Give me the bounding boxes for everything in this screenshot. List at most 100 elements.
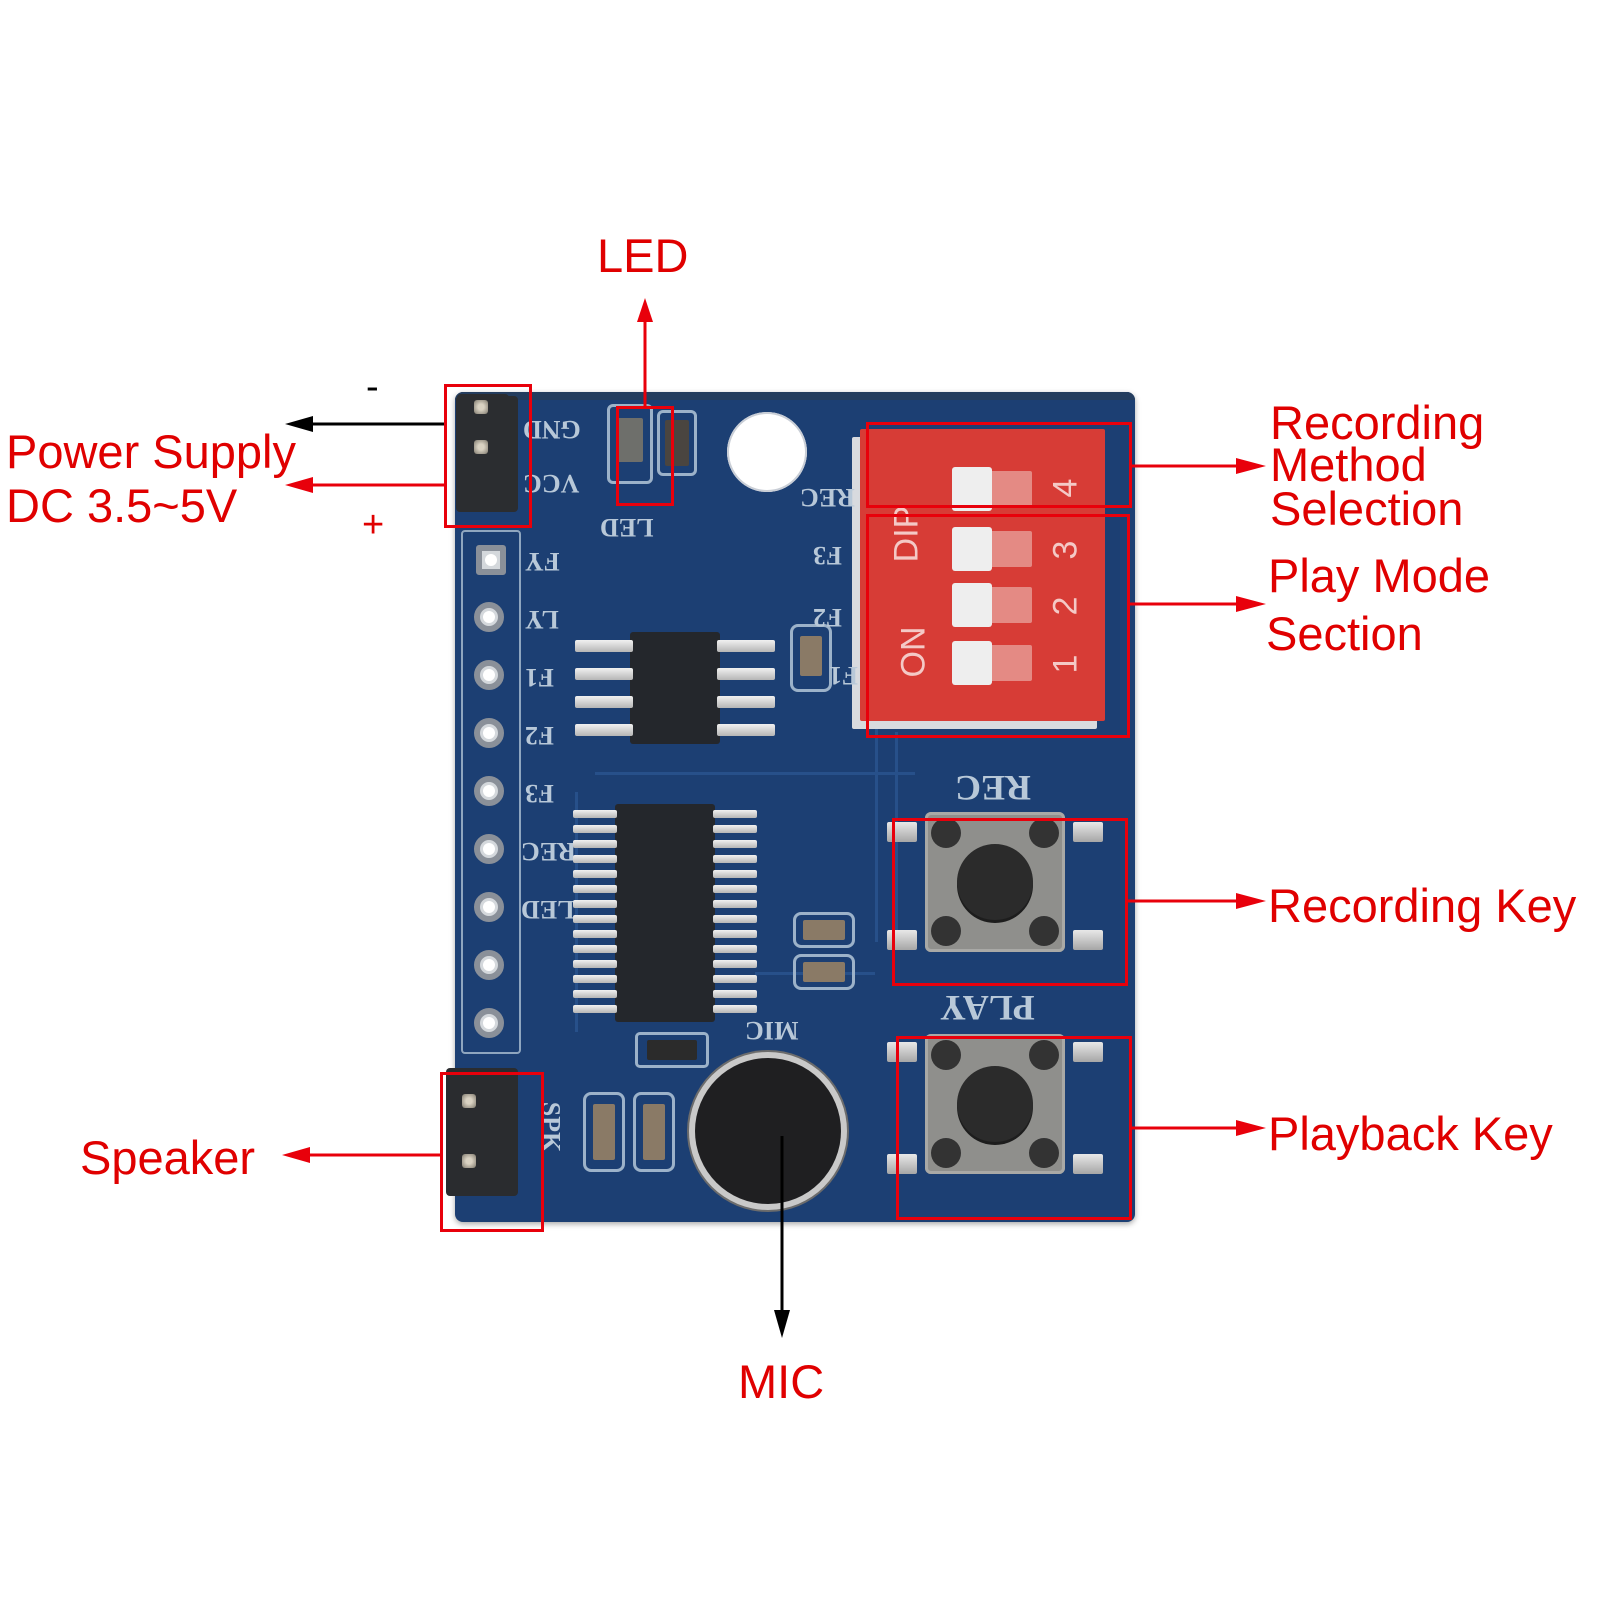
led-highlight-box: [616, 406, 674, 506]
rec-key-highlight-box: [892, 818, 1128, 986]
dip-knob[interactable]: [952, 583, 992, 627]
microphone: [695, 1058, 841, 1204]
dip-knob[interactable]: [952, 467, 992, 511]
led-component: [617, 418, 643, 462]
ic-pin: [573, 960, 617, 968]
recording-key-arrow-head: [1236, 893, 1266, 909]
ic-ssop-voice-chip: [615, 804, 715, 1022]
rec-button[interactable]: [925, 812, 1065, 952]
ic-pin: [717, 640, 775, 652]
diode: [647, 1040, 697, 1060]
gnd-pin-tip: [474, 400, 488, 414]
minus-sign: -: [366, 366, 379, 408]
dip-knob[interactable]: [952, 641, 992, 685]
button-dot: [931, 916, 961, 946]
recording-key-label: Recording Key: [1268, 879, 1577, 932]
dip-switch-2[interactable]: [952, 583, 1032, 627]
button-leg: [1073, 822, 1103, 842]
gnd-arrow-head: [285, 416, 313, 432]
header-pin-9: [474, 1008, 504, 1038]
ic-pin: [717, 696, 775, 708]
rec-button-cap[interactable]: [957, 844, 1033, 920]
header-pin-f2: [474, 718, 504, 748]
power-voltage-label: DC 3.5~5V: [6, 479, 238, 532]
ic-pin: [573, 810, 617, 818]
play-key-highlight-box: [896, 1036, 1132, 1220]
ic-pin: [713, 960, 757, 968]
button-dot: [931, 1040, 961, 1070]
mic-label: MIC: [738, 1355, 825, 1408]
trace: [595, 772, 915, 775]
header-pin-rec: [474, 834, 504, 864]
diode-footprint: [635, 1032, 709, 1068]
recording-method-label-line2: Method: [1270, 438, 1427, 491]
play-mode-label-line2: Section: [1266, 607, 1423, 660]
recording-method-label-line1: Recording: [1270, 396, 1485, 449]
capacitor-footprint: [583, 1092, 625, 1172]
plus-sign: +: [362, 504, 385, 546]
ic-pin: [573, 885, 617, 893]
header-pin-f1: [474, 660, 504, 690]
capacitor: [593, 1104, 615, 1160]
play-mode-highlight-box: [866, 514, 1130, 738]
play-button-cap[interactable]: [957, 1066, 1033, 1142]
ic-pin: [573, 945, 617, 953]
mic-arrow-head: [774, 1310, 790, 1338]
play-button[interactable]: [925, 1034, 1065, 1174]
dip-switch-3[interactable]: [952, 527, 1032, 571]
header-pin-fy: [476, 545, 506, 575]
ic-pin: [717, 668, 775, 680]
speaker-header-body: [446, 1068, 518, 1196]
capacitor-footprint: [793, 912, 855, 948]
capacitor-footprint: [790, 624, 832, 692]
dip-switch-1[interactable]: [952, 641, 1032, 685]
led-label: LED: [597, 229, 689, 282]
power-highlight-box: [444, 384, 532, 528]
ic-pin: [713, 990, 757, 998]
ic-pin: [573, 915, 617, 923]
ic-pin: [717, 724, 775, 736]
speaker-pin-tip: [462, 1154, 476, 1168]
ic-pin: [713, 915, 757, 923]
button-dot: [931, 1138, 961, 1168]
button-leg: [887, 1154, 917, 1174]
playback-key-arrow-head: [1236, 1120, 1266, 1136]
led-footprint: [607, 404, 653, 484]
button-leg: [1073, 1154, 1103, 1174]
ic-pin: [573, 870, 617, 878]
dip-knob[interactable]: [952, 527, 992, 571]
speaker-arrow-head: [282, 1147, 310, 1163]
speaker-pin-tip: [462, 1094, 476, 1108]
play-mode-arrow-head: [1236, 596, 1266, 612]
ic-pin: [713, 825, 757, 833]
ic-soic8: [630, 632, 720, 744]
button-dot: [1029, 818, 1059, 848]
trace: [575, 792, 578, 1032]
button-dot: [1029, 1040, 1059, 1070]
resistor-component: [665, 420, 689, 466]
vcc-arrow-head: [285, 477, 313, 493]
led-arrow-head: [637, 298, 653, 322]
ic-pin: [573, 840, 617, 848]
recording-method-arrow-head: [1236, 458, 1266, 474]
recording-method-label-line3: Selection: [1270, 482, 1464, 535]
header-pin-f3: [474, 776, 504, 806]
dip-switch-4[interactable]: [952, 467, 1032, 511]
ic-pin: [713, 1005, 757, 1013]
dip-switch: DIP ON 4 3 2 1: [860, 429, 1105, 721]
ic-pin: [573, 990, 617, 998]
capacitor-footprint: [793, 954, 855, 990]
capacitor: [803, 962, 845, 982]
ic-pin: [713, 945, 757, 953]
capacitor-footprint: [633, 1092, 675, 1172]
header-pin-ly: [474, 602, 504, 632]
ic-pin: [573, 1005, 617, 1013]
recording-method-highlight-box: [866, 422, 1132, 508]
button-leg: [887, 1042, 917, 1062]
speaker-label: Speaker: [80, 1131, 256, 1184]
ic-pin: [573, 855, 617, 863]
speaker-highlight-box: [440, 1072, 544, 1232]
button-leg: [1073, 930, 1103, 950]
ic-pin: [573, 975, 617, 983]
